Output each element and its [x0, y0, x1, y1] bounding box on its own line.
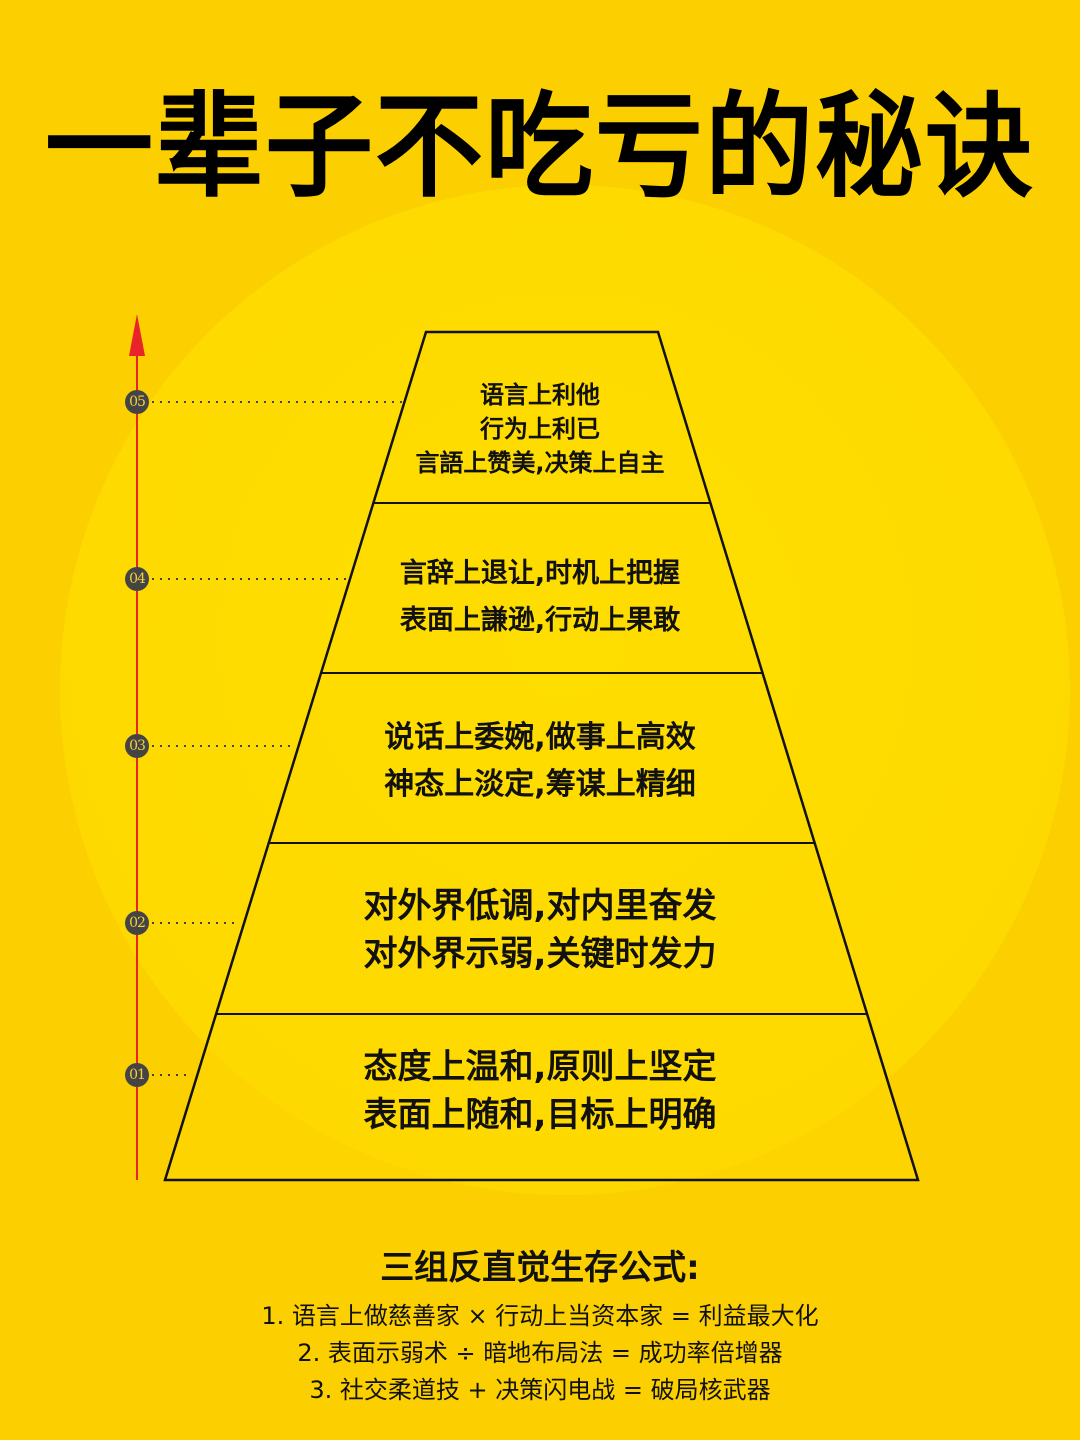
tier-line: 对外界示弱,关键时发力: [363, 934, 717, 974]
tier-line: 神态上淡定,筹谋上精细: [384, 767, 696, 802]
formula-item-3: 3. 社交柔道技 + 决策闪电战 = 破局核武器: [309, 1376, 771, 1404]
tier-line: 行为上利已: [480, 415, 600, 443]
tier-line: 言語上赞美,决策上自主: [415, 449, 665, 477]
tier-03-text: 说话上委婉,做事上高效 神态上淡定,筹谋上精细: [240, 714, 840, 808]
tier-line: 语言上利他: [480, 381, 600, 409]
page-title: 一辈子不吃亏的秘诀: [44, 81, 1035, 214]
level-badge-01: 01: [125, 1063, 149, 1087]
tier-line: 表面上謙逊,行动上果敢: [399, 605, 681, 636]
tier-01-text: 态度上温和,原则上坚定 表面上随和,目标上明确: [240, 1043, 840, 1139]
level-badge-02: 02: [125, 911, 149, 935]
formula-item-1: 1. 语言上做慈善家 × 行动上当资本家 = 利益最大化: [261, 1302, 819, 1330]
red-up-arrow-icon: [129, 314, 145, 356]
tier-line: 态度上温和,原则上坚定: [363, 1047, 717, 1087]
level-badge-04: 04: [125, 567, 149, 591]
tier-04-text: 言辞上退让,时机上把握 表面上謙逊,行动上果敢: [290, 550, 790, 644]
formula-item-2: 2. 表面示弱术 ÷ 暗地布局法 = 成功率倍增器: [297, 1339, 783, 1367]
formulas-heading: 三组反直觉生存公式:: [380, 1248, 700, 1288]
level-badge-03: 03: [125, 734, 149, 758]
tier-05-text: 语言上利他 行为上利已 言語上赞美,决策上自主: [340, 378, 740, 480]
tier-line: 说话上委婉,做事上高效: [384, 720, 696, 755]
level-badge-05: 05: [125, 390, 149, 414]
pyramid-outline: [163, 330, 920, 1182]
tier-line: 表面上随和,目标上明确: [363, 1095, 717, 1135]
tier-line: 言辞上退让,时机上把握: [399, 558, 681, 589]
tier-02-text: 对外界低调,对内里奋发 对外界示弱,关键时发力: [240, 882, 840, 978]
background-glow-circle: [60, 185, 1070, 1195]
tier-line: 对外界低调,对内里奋发: [363, 886, 717, 926]
